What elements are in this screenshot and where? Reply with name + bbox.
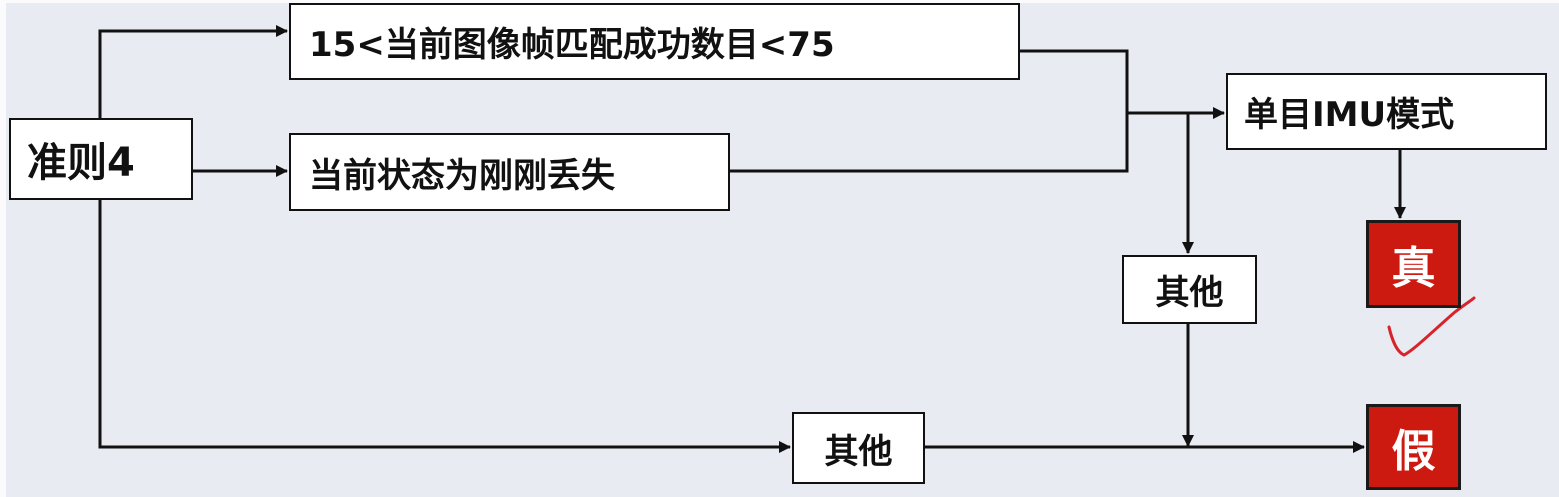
state-condition-label: 当前状态为刚刚丢失 <box>309 155 615 196</box>
edge-match-to-junction <box>1020 49 1129 113</box>
edge-criterion-to-match <box>98 25 288 118</box>
edge-state-to-junction <box>730 113 1129 173</box>
other-bottom-node: 其他 <box>792 412 925 484</box>
match-condition-node: 15<当前图像帧匹配成功数目<75 <box>289 3 1020 80</box>
match-condition-label: 15<当前图像帧匹配成功数目<75 <box>309 25 835 65</box>
true-result: 真 <box>1366 220 1461 308</box>
mono-imu-node: 单目IMU模式 <box>1226 73 1547 150</box>
criterion-node: 准则4 <box>9 118 193 200</box>
state-condition-node: 当前状态为刚刚丢失 <box>289 133 730 211</box>
other-right-node: 其他 <box>1122 255 1257 324</box>
other-right-label: 其他 <box>1155 273 1224 313</box>
true-label: 真 <box>1391 243 1436 294</box>
left-edge <box>0 0 6 497</box>
edge-criterion-to-other-bottom <box>98 200 791 453</box>
mono-imu-label: 单目IMU模式 <box>1244 95 1455 135</box>
red-checkmark-icon <box>1387 296 1476 357</box>
top-edge <box>0 0 1559 3</box>
other-bottom-label: 其他 <box>824 431 893 472</box>
criterion-label: 准则4 <box>27 140 135 186</box>
false-result: 假 <box>1366 404 1461 490</box>
false-label: 假 <box>1391 426 1436 477</box>
